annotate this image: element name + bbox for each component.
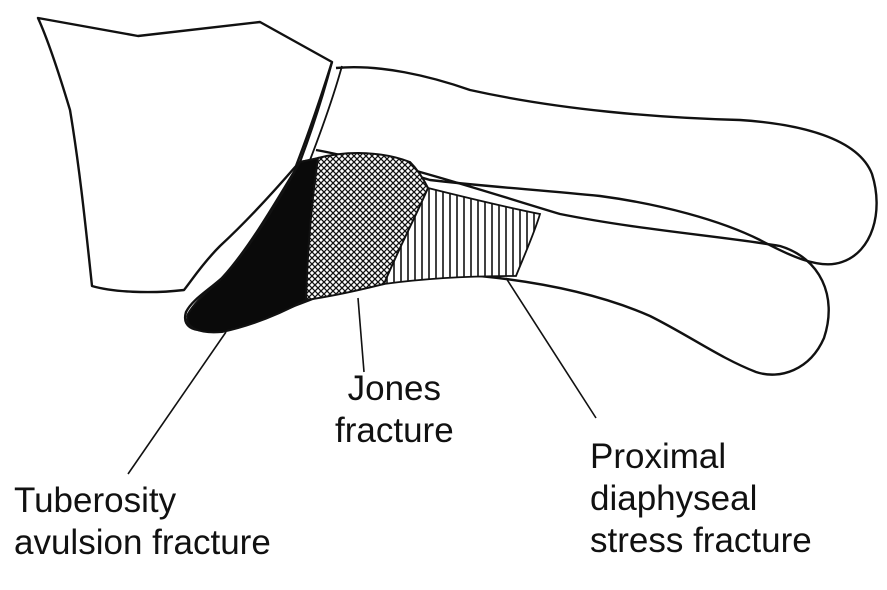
tuberosity-fracture-label: Tuberosity avulsion fracture [14,480,271,564]
jones-fracture-label: Jones fracture [335,368,454,452]
proximal-label-line-1: Proximal [590,436,812,478]
jones-label-line-2: fracture [335,410,454,452]
proximal-label-line-3: stress fracture [590,520,812,562]
tuberosity-label-line-2: avulsion fracture [14,522,271,564]
proximal-label-line-2: diaphyseal [590,478,812,520]
tuberosity-zone [187,158,318,332]
tuberosity-label-line-1: Tuberosity [14,480,271,522]
jones-label-line-1: Jones [335,368,454,410]
proximal-diaphyseal-fracture-label: Proximal diaphyseal stress fracture [590,436,812,562]
leader-line-proximal [506,278,596,418]
leader-line-jones [358,298,364,372]
leader-line-tuberosity [128,332,226,474]
